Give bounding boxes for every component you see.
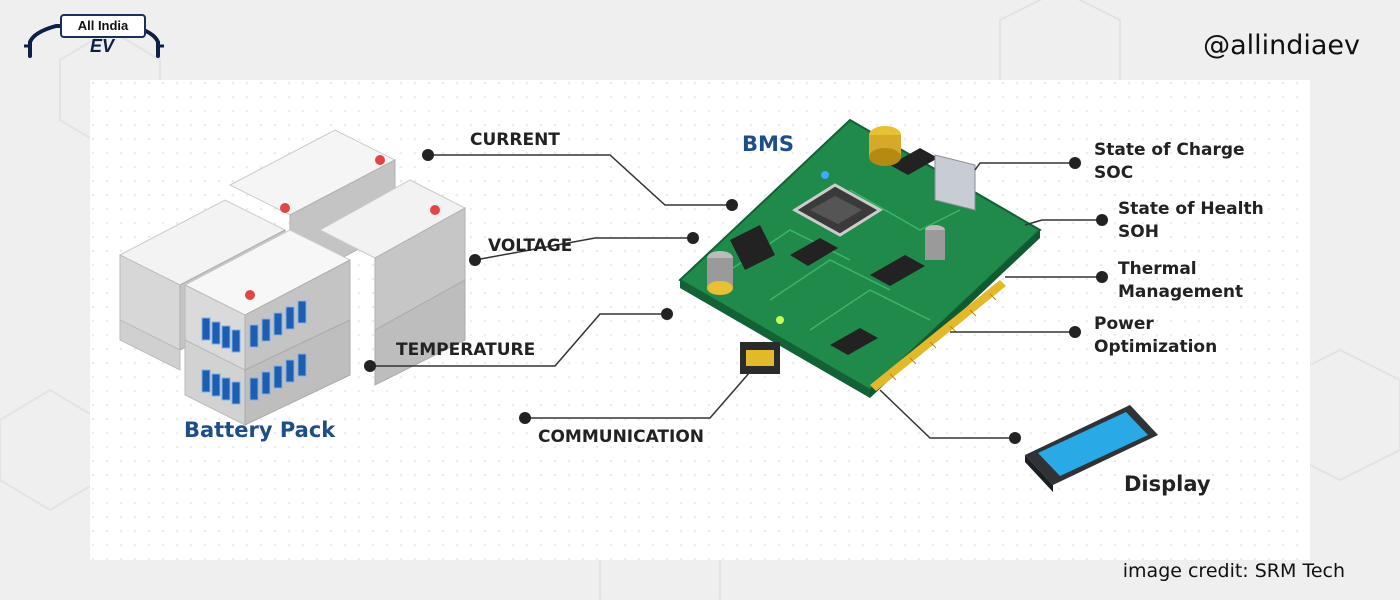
output-power-line1: Power	[1094, 314, 1154, 334]
battery-pack-illustration	[118, 129, 467, 426]
output-power-line2: Optimization	[1094, 337, 1218, 357]
connector-dots	[364, 149, 1108, 444]
image-credit: image credit: SRM Tech	[1122, 560, 1345, 582]
output-thermal: Thermal Management	[1118, 258, 1243, 304]
output-soc: State of Charge SOC	[1094, 139, 1245, 185]
logo-line-2: EV	[89, 36, 114, 56]
bms-diagram	[90, 80, 1310, 560]
label-temperature: TEMPERATURE	[396, 340, 536, 360]
logo-line-1: All India	[60, 14, 146, 38]
label-current: CURRENT	[470, 130, 560, 150]
output-soc-line1: State of Charge	[1094, 140, 1245, 160]
label-voltage: VOLTAGE	[488, 236, 573, 256]
display-label: Display	[1124, 472, 1211, 496]
battery-pack-label: Battery Pack	[184, 418, 336, 442]
bms-circuit-board	[678, 118, 1042, 398]
output-soh: State of Health SOH	[1118, 198, 1264, 244]
output-soh-line1: State of Health	[1118, 199, 1264, 219]
social-handle: @allindiaev	[1203, 30, 1360, 61]
output-soh-line2: SOH	[1118, 222, 1159, 242]
bms-title: BMS	[742, 132, 795, 156]
output-power: Power Optimization	[1094, 313, 1217, 359]
connector-lines	[370, 154, 1102, 439]
label-communication: COMMUNICATION	[538, 427, 705, 447]
output-thermal-line1: Thermal	[1118, 259, 1197, 279]
display-tablet-icon	[1025, 405, 1158, 492]
all-india-ev-logo[interactable]: All India EV	[24, 12, 164, 62]
output-soc-line2: SOC	[1094, 163, 1134, 183]
output-thermal-line2: Management	[1118, 282, 1244, 302]
